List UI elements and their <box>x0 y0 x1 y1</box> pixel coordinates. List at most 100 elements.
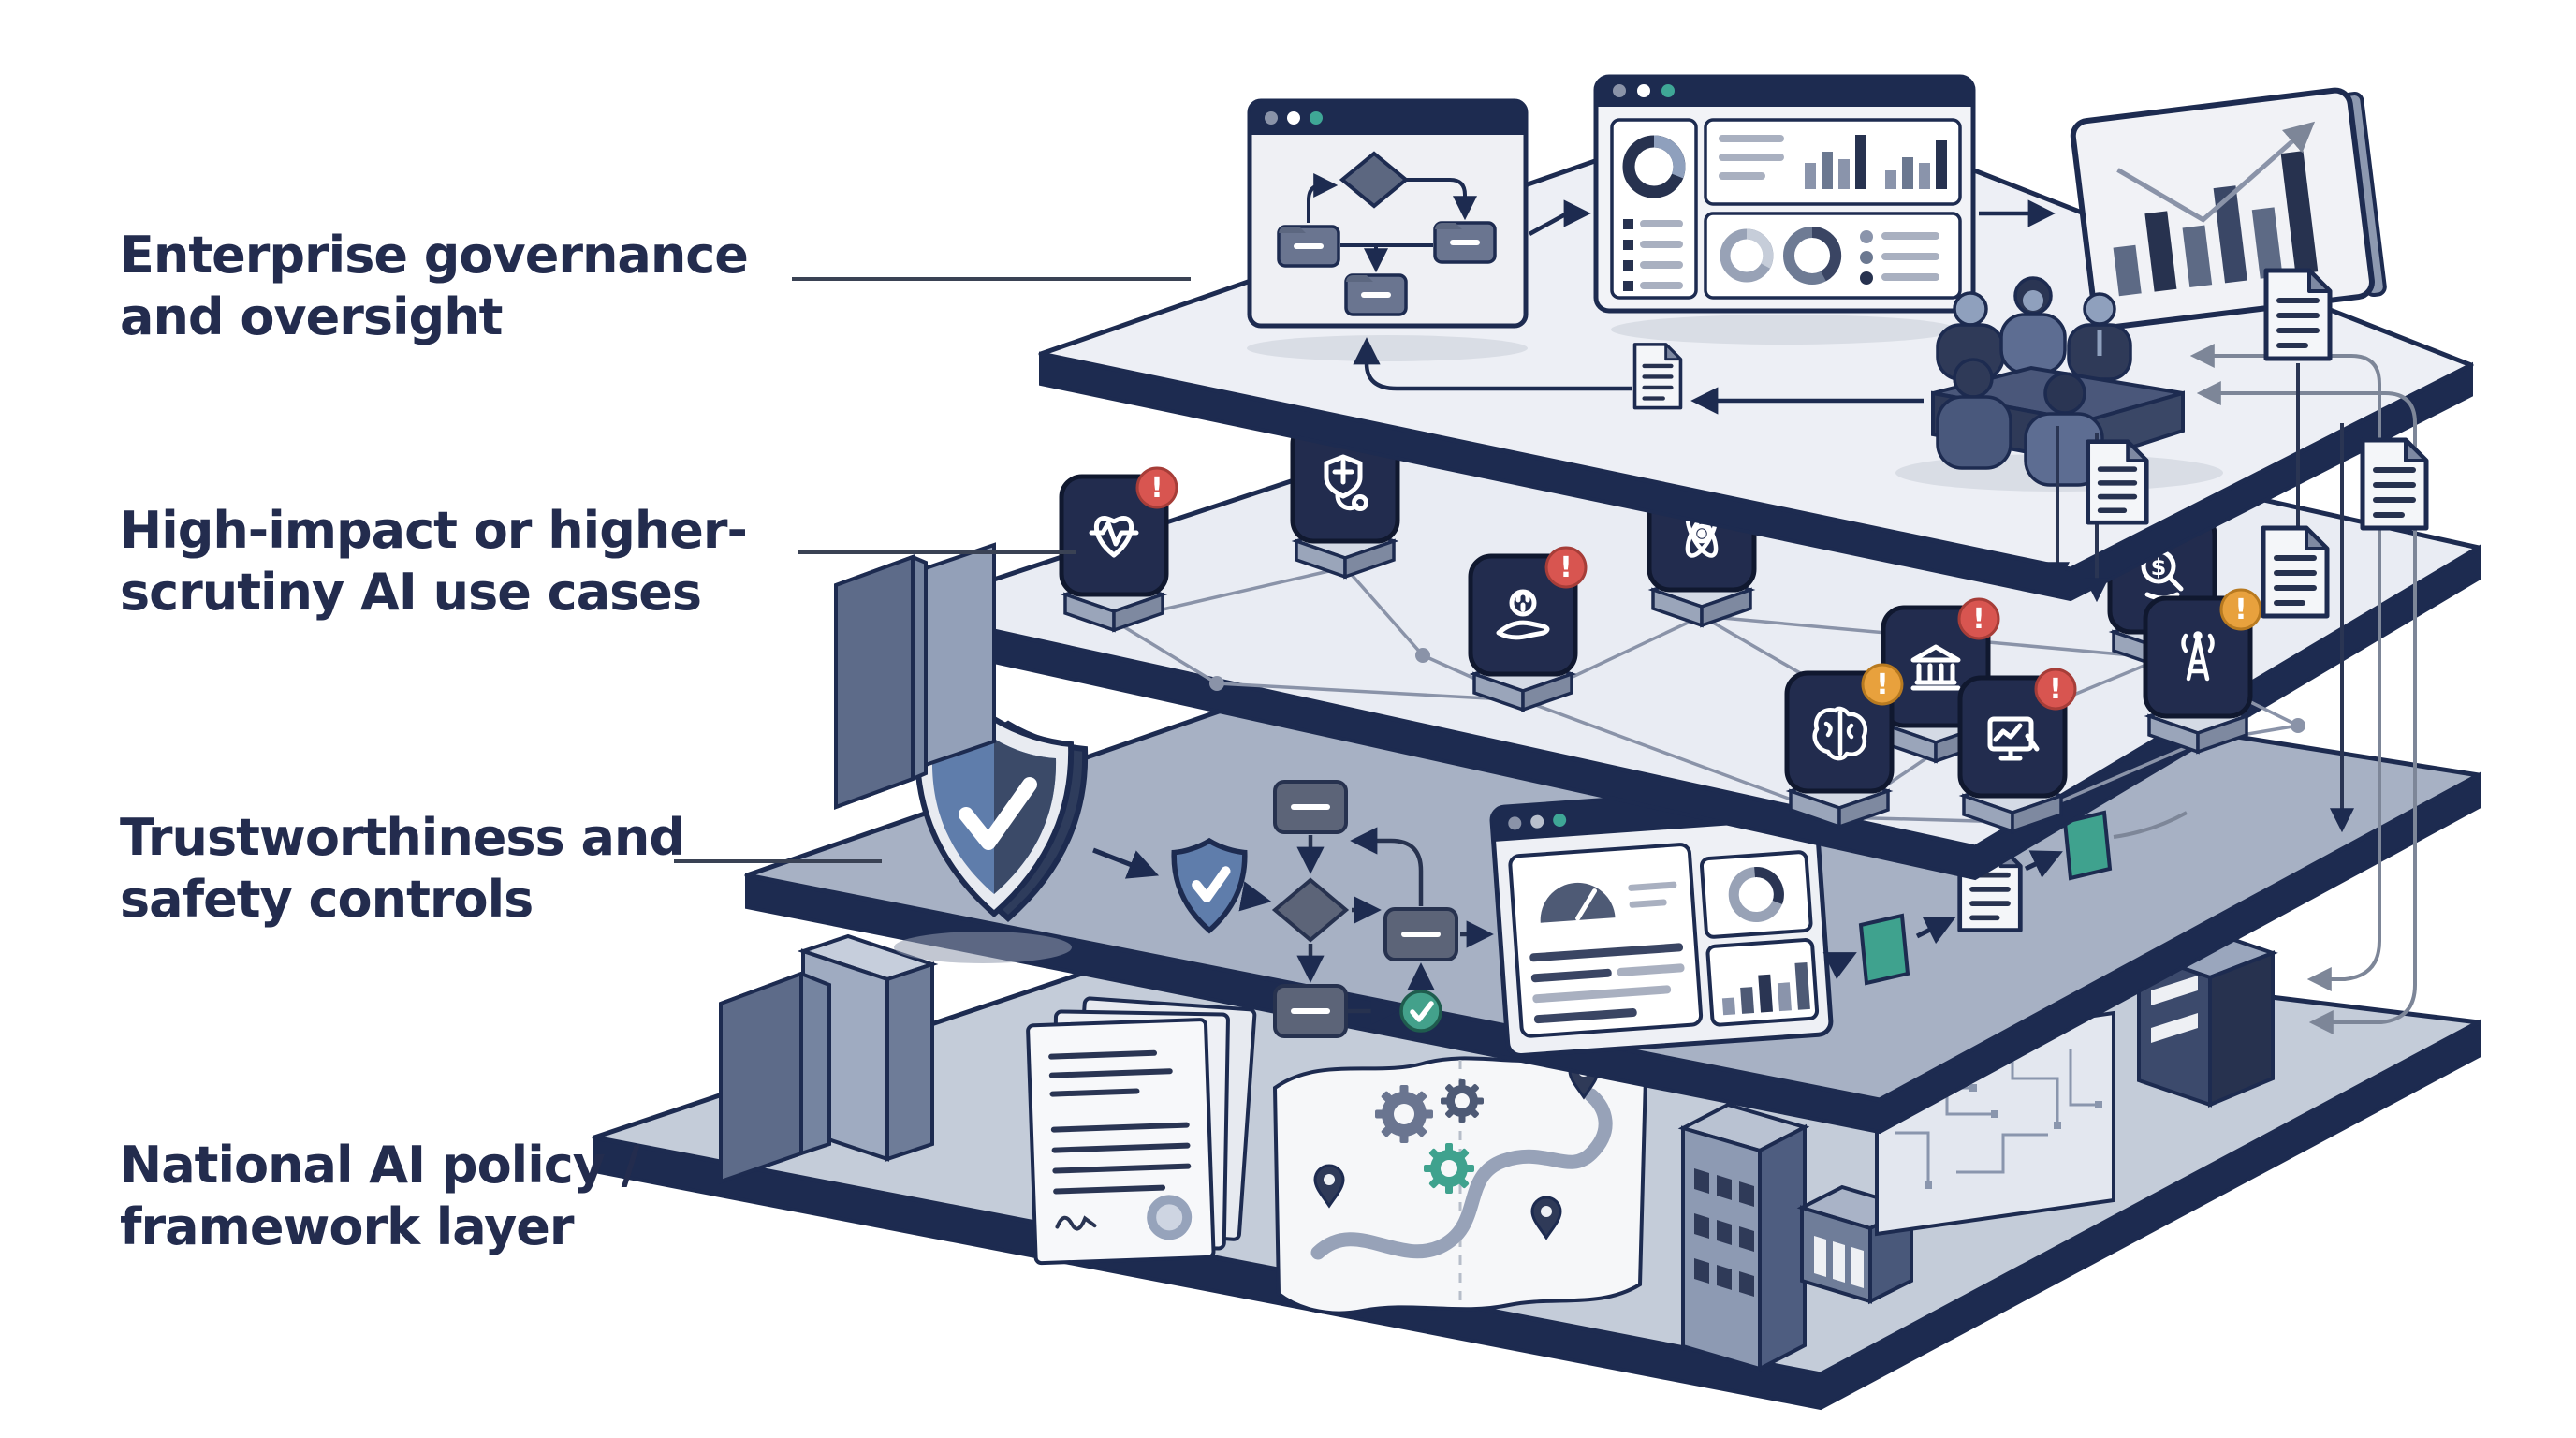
approval-flowchart <box>1271 780 1494 1038</box>
flow-arrow <box>2024 850 2063 878</box>
label-national-policy: National AI policy / framework layer <box>120 1135 639 1258</box>
trend-line <box>2116 121 2316 223</box>
checklist <box>1623 219 1683 291</box>
circuit-nodes <box>1925 1084 2102 1189</box>
svg-text:!: ! <box>2234 594 2247 626</box>
svg-text:!: ! <box>1876 668 1889 701</box>
shield-shadow <box>894 932 1072 963</box>
flow-arrow <box>1528 199 1591 236</box>
decision-diamond <box>1271 877 1350 943</box>
alert-badge: ! <box>2219 588 2262 631</box>
tile-hand-privacy-lock: ! <box>1471 546 1588 710</box>
svg-text:!: ! <box>2049 673 2062 706</box>
document-icon <box>2088 442 2147 522</box>
report-document <box>1635 345 1681 408</box>
monitor-analytics-icon <box>1987 716 2040 761</box>
flow-arrow <box>1915 917 1956 945</box>
approved-check-icon <box>1399 990 1442 1033</box>
label-trustworthiness: Trustworthiness and safety controls <box>120 807 685 931</box>
document-icon <box>2266 271 2330 359</box>
server-slots <box>2151 976 2198 1043</box>
gear-icon-teal <box>1424 1143 1474 1194</box>
svg-text:!: ! <box>1972 603 1985 636</box>
window-dot-icon <box>1310 111 1323 125</box>
flow-arrow <box>1822 952 1857 980</box>
person-body <box>1936 395 2012 470</box>
window-dot-icon <box>1530 814 1544 829</box>
window-titlebar <box>1596 77 1973 107</box>
chart-legend <box>1860 230 1939 285</box>
atom-icon <box>1685 509 1719 558</box>
bank-icon <box>1910 644 1961 691</box>
person-body <box>1999 313 2067 374</box>
artifact-chain <box>1822 810 2188 986</box>
label-line: Enterprise governance <box>120 226 749 285</box>
feedback-line <box>2189 344 2381 991</box>
donut-chart-icon <box>1622 135 1686 198</box>
svg-text:!: ! <box>1150 472 1164 505</box>
analytics-dashboard-window <box>1593 74 1976 314</box>
shield-check-large <box>914 715 1089 922</box>
implementation-roadmap-map <box>1272 1053 1648 1315</box>
label-line: High-impact or higher- <box>120 501 748 560</box>
boardroom-meeting-group <box>1931 276 2185 487</box>
gauge-monitoring-window <box>1489 784 1834 1058</box>
alert-badge: ! <box>1861 663 1904 706</box>
inter-layer-connectors <box>2045 271 2426 1034</box>
svg-text:$: $ <box>2151 554 2167 580</box>
folder-icon <box>1433 221 1497 264</box>
label-line: framework layer <box>120 1196 575 1256</box>
window-shadow <box>1611 315 1957 345</box>
decision-diamond <box>1339 151 1410 209</box>
check-icon <box>959 777 1037 850</box>
label-high-impact-use-cases: High-impact or higher- scrutiny AI use c… <box>120 500 748 624</box>
folder-icon <box>1277 225 1340 268</box>
svg-text:!: ! <box>1559 551 1573 584</box>
standing-folders <box>719 933 939 1184</box>
tile-radio-tower: ! <box>2145 588 2262 752</box>
window-dot-icon <box>1553 814 1567 828</box>
label-enterprise-governance: Enterprise governance and oversight <box>120 225 749 348</box>
label-line: and oversight <box>120 286 503 346</box>
donut-chart-icon <box>1728 867 1784 923</box>
window-dot-icon <box>1287 111 1300 125</box>
window-dot-icon <box>1661 84 1675 97</box>
label-line: National AI policy / <box>120 1136 639 1195</box>
building-windows <box>1694 1168 1754 1297</box>
flow-arrow <box>1353 337 1632 391</box>
person-head <box>1953 291 1988 327</box>
window-dot-icon <box>1265 111 1278 125</box>
signed-policy-documents <box>1026 996 1257 1266</box>
folder-icon <box>1344 273 1408 316</box>
gauge-icon <box>1540 882 1616 923</box>
label-line: Trustworthiness and <box>120 808 685 867</box>
building-doors <box>1814 1236 1864 1288</box>
flow-arrow <box>1238 881 1272 912</box>
gear-icon <box>1375 1085 1433 1143</box>
heart-ecg-icon <box>1089 516 1139 558</box>
stethoscope-icon <box>1324 454 1368 511</box>
label-line: scrutiny AI use cases <box>120 562 702 622</box>
brain-icon <box>1812 706 1867 761</box>
alert-badge: ! <box>2034 668 2077 711</box>
board-bar-chart-icon <box>2113 151 2319 297</box>
alert-badge: ! <box>1135 466 1178 509</box>
gear-icon <box>1441 1079 1484 1123</box>
tile-monitor-analytics: ! <box>1960 668 2077 831</box>
label-line: safety controls <box>120 869 534 929</box>
donut-chart-icon <box>1720 228 1774 283</box>
feedback-line <box>2196 381 2417 1034</box>
shield-check-small <box>1171 837 1248 934</box>
donut-chart-icon <box>1783 226 1842 285</box>
bar-chart-icon <box>1805 135 1947 189</box>
alert-badge: ! <box>1957 597 2000 640</box>
label-connectors <box>674 277 1191 863</box>
window-shadow <box>1247 335 1528 361</box>
flow-arrow <box>1092 847 1160 879</box>
window-titlebar <box>1250 101 1526 135</box>
signature-squiggle <box>1055 1215 1097 1231</box>
tile-bank-institution: ! <box>1883 597 2000 761</box>
tile-heart-ecg: ! <box>1061 466 1178 630</box>
tile-brain: ! <box>1787 663 1904 827</box>
